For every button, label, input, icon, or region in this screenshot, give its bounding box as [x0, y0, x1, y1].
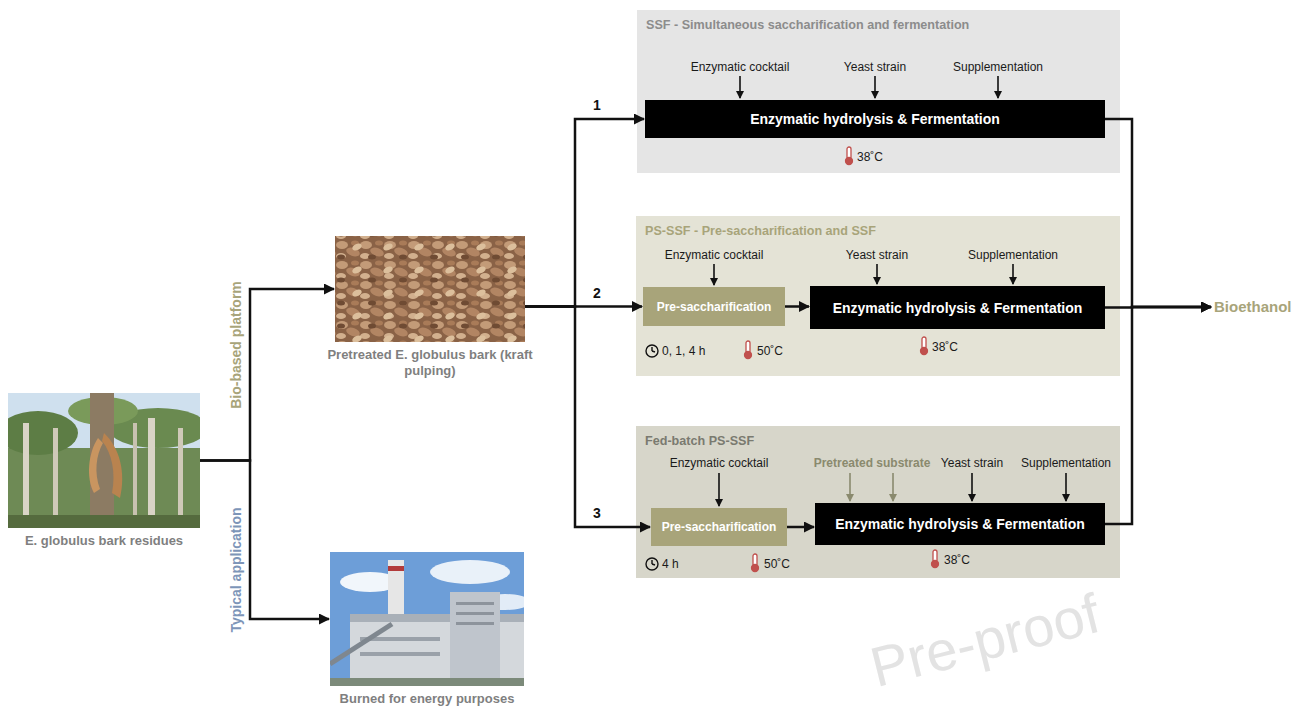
input-label: 38˚C	[944, 553, 970, 567]
flow-arrow	[525, 119, 644, 307]
route-number: 1	[593, 97, 601, 113]
flow-arrow	[787, 526, 814, 529]
process-box: Pre-saccharification	[651, 508, 787, 546]
panel-ground	[637, 10, 1120, 173]
input-label: Supplementation	[968, 248, 1058, 262]
input-label: 50˚C	[757, 344, 783, 358]
box-label: Enzymatic hydrolysis & Fermentation	[835, 516, 1085, 532]
forest-photo	[8, 393, 200, 528]
process-box: Enzymatic hydrolysis & Fermentation	[810, 286, 1105, 329]
flow-arrow	[785, 305, 809, 308]
flow-arrow	[1105, 119, 1211, 307]
product-label: Bioethanol	[1214, 298, 1292, 315]
photo-caption: Burned for energy purposes	[320, 691, 534, 707]
process-panel: SSF - Simultaneous saccharification and …	[637, 10, 1120, 173]
flow-arrow	[200, 461, 329, 620]
panel-title: SSF - Simultaneous saccharification and …	[637, 10, 1120, 34]
flow-arrow	[1105, 307, 1211, 524]
photo-node: Burned for energy purposes	[330, 552, 524, 686]
input-label: 4 h	[662, 557, 679, 571]
process-box: Pre-saccharification	[643, 287, 785, 326]
input-label: Supplementation	[1021, 456, 1111, 470]
photo-node: E. globulus bark residues	[8, 393, 200, 528]
panel-ground	[636, 426, 1120, 578]
panel-title: Fed-batch PS-SSF	[636, 426, 1120, 450]
route-label: Typical application	[228, 508, 245, 633]
product-node: Bioethanol	[1212, 297, 1294, 317]
input-label: Enzymatic cocktail	[691, 60, 790, 74]
process-box: Enzymatic hydrolysis & Fermentation	[645, 100, 1105, 138]
watermark: Pre-proof	[864, 579, 1107, 700]
process-box: Enzymatic hydrolysis & Fermentation	[815, 503, 1105, 545]
box-label: Pre-saccharification	[662, 520, 777, 534]
input-label: Pretreated substrate	[814, 456, 931, 470]
wood-chips-photo	[335, 236, 525, 342]
input-label: Enzymatic cocktail	[665, 248, 764, 262]
flow-arrow	[200, 289, 334, 461]
input-label: Yeast strain	[846, 248, 908, 262]
photo-node: Pretreated E. globulus bark (kraft pulpi…	[335, 236, 525, 342]
panel-title: PS-SSF - Pre-saccharification and SSF	[636, 216, 1120, 240]
input-label: Supplementation	[953, 60, 1043, 74]
input-label: 38˚C	[932, 340, 958, 354]
process-panel: Fed-batch PS-SSF Pre-saccharification Enzy…	[636, 426, 1120, 578]
power-plant-photo	[330, 552, 524, 686]
box-label: Enzymatic hydrolysis & Fermentation	[833, 300, 1083, 316]
input-label: 0, 1, 4 h	[662, 344, 705, 358]
route-label: Bio-based platform	[228, 281, 245, 409]
input-label: Yeast strain	[941, 456, 1003, 470]
input-label: Yeast strain	[844, 60, 906, 74]
photo-caption: Pretreated E. globulus bark (kraft pulpi…	[325, 347, 535, 379]
box-label: Pre-saccharification	[657, 300, 772, 314]
flow-arrow	[525, 307, 650, 528]
process-panel: PS-SSF - Pre-saccharification and SSF Pre…	[636, 216, 1120, 376]
photo-caption: E. globulus bark residues	[0, 533, 210, 549]
input-label: Enzymatic cocktail	[670, 456, 769, 470]
input-label: 50˚C	[764, 557, 790, 571]
route-number: 2	[593, 285, 601, 301]
route-number: 3	[593, 505, 601, 521]
box-label: Enzymatic hydrolysis & Fermentation	[750, 111, 1000, 127]
input-label: 38˚C	[857, 150, 883, 164]
